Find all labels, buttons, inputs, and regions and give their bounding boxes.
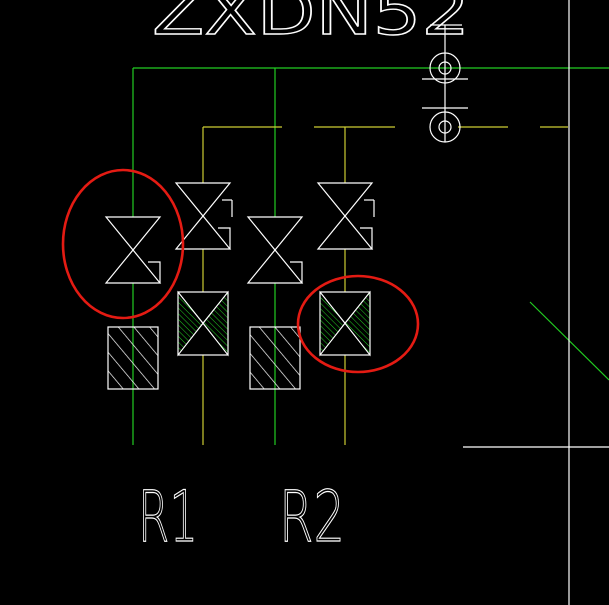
pump-symbol-bottom (429, 111, 461, 143)
equipment-box-r1-green (107, 326, 159, 390)
valve-r2-green (246, 216, 304, 284)
valve-r1-green (104, 216, 162, 284)
valve-r1-yellow (174, 182, 233, 250)
valve-r2-yellow (316, 182, 375, 250)
branch-label-r1: R1 (138, 476, 198, 558)
equipment-box-r2-green (249, 326, 301, 390)
markup-ellipse-filter (296, 274, 420, 374)
branch-label-r2: R2 (279, 476, 345, 558)
drawing-header-text: ZXDN52 (152, 0, 470, 49)
filter-box-r1-yellow (177, 290, 229, 357)
white-reference-lines (422, 0, 609, 605)
filter-box-r2-yellow (319, 290, 371, 357)
markup-ellipse-valve (61, 168, 185, 320)
yellow-pipe-network (202, 126, 568, 445)
green-pipe-network (132, 67, 609, 445)
pump-symbol-top (429, 52, 461, 84)
